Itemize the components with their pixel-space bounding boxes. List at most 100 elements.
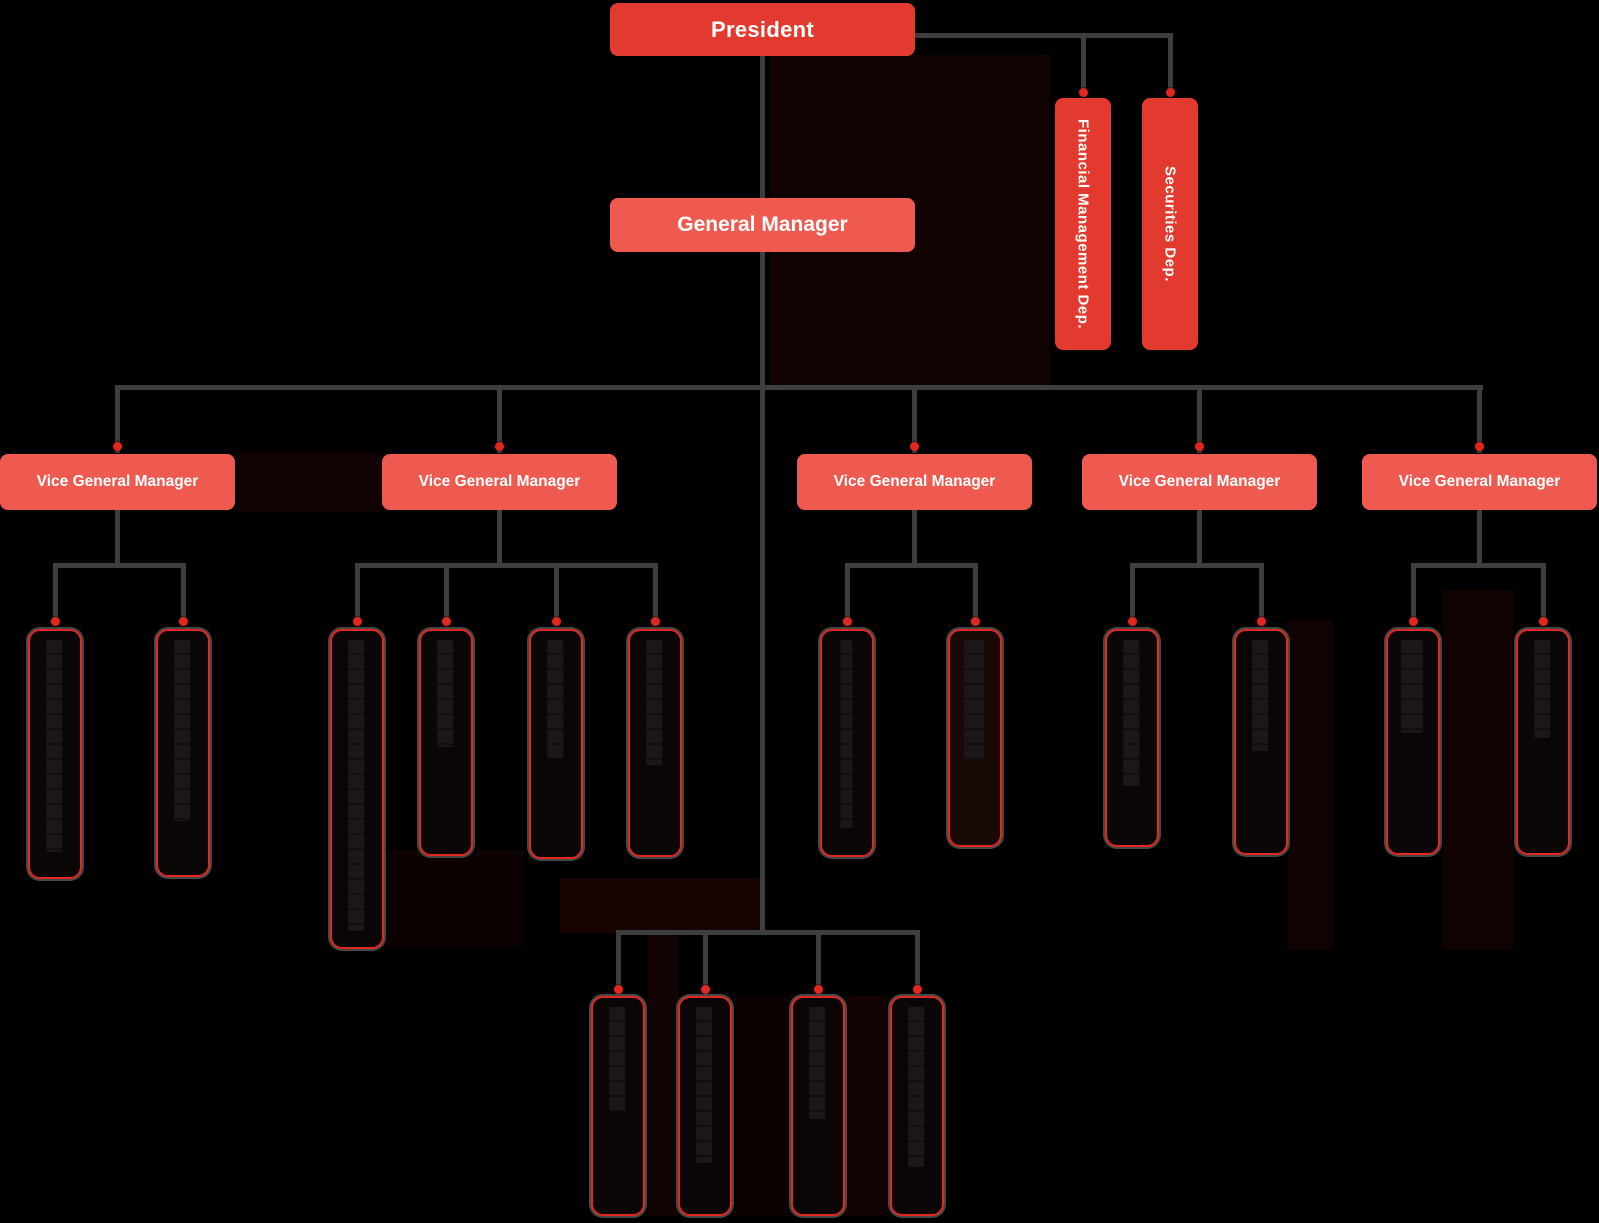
node-department-unlabeled[interactable] — [1516, 629, 1570, 855]
vgm-label: Vice General Manager — [1398, 473, 1561, 491]
connector-line — [616, 930, 920, 935]
connector-line — [115, 385, 1483, 390]
president-label: President — [711, 16, 814, 42]
staff-dept-label: Financial Management Dep. — [1074, 118, 1092, 330]
connector-dot — [179, 617, 188, 626]
connector-line — [497, 510, 502, 565]
node-department-unlabeled[interactable] — [791, 996, 845, 1216]
connector-line — [760, 252, 765, 935]
connector-line — [1477, 385, 1482, 453]
connector-line — [497, 385, 502, 453]
connector-line — [760, 56, 765, 198]
illegible-label-smudge — [809, 1007, 826, 1120]
illegible-label-smudge — [1123, 640, 1140, 786]
node-department-unlabeled[interactable] — [678, 996, 732, 1216]
connector-line — [1477, 510, 1482, 565]
node-department-unlabeled[interactable] — [890, 996, 944, 1216]
artifact-smudge — [845, 996, 887, 1216]
illegible-label-smudge — [696, 1007, 713, 1163]
illegible-label-smudge — [174, 640, 191, 821]
connector-line — [355, 563, 657, 568]
connector-line — [845, 563, 977, 568]
connector-line — [1197, 385, 1202, 453]
connector-line — [1541, 563, 1546, 623]
connector-line — [616, 930, 621, 990]
connector-line — [115, 385, 120, 453]
node-department-unlabeled[interactable] — [156, 629, 210, 877]
vgm-label: Vice General Manager — [1118, 473, 1281, 491]
node-vice-general-manager-2[interactable]: Vice General Manager — [382, 454, 617, 510]
connector-line — [653, 563, 658, 623]
node-department-unlabeled[interactable] — [1386, 629, 1440, 855]
node-department-unlabeled[interactable] — [28, 629, 82, 879]
node-department-unlabeled[interactable] — [330, 629, 384, 949]
connector-dot — [1079, 88, 1088, 97]
illegible-label-smudge — [437, 640, 454, 748]
illegible-label-smudge — [547, 640, 564, 758]
node-department-unlabeled[interactable] — [628, 629, 682, 857]
node-vice-general-manager-5[interactable]: Vice General Manager — [1362, 454, 1597, 510]
illegible-label-smudge — [1252, 640, 1269, 751]
connector-dot — [614, 985, 623, 994]
connector-line — [181, 563, 186, 623]
connector-dot — [113, 442, 122, 451]
connector-dot — [1166, 88, 1175, 97]
connector-dot — [651, 617, 660, 626]
connector-line — [1197, 510, 1202, 565]
connector-dot — [1409, 617, 1418, 626]
connector-line — [355, 563, 360, 623]
artifact-smudge — [560, 878, 760, 933]
connector-line — [1168, 33, 1173, 93]
illegible-label-smudge — [964, 640, 984, 760]
node-department-unlabeled[interactable] — [419, 629, 473, 856]
illegible-label-smudge — [1534, 640, 1551, 738]
connector-line — [444, 563, 449, 623]
connector-line — [53, 563, 58, 623]
connector-dot — [442, 617, 451, 626]
node-department-unlabeled[interactable] — [948, 629, 1002, 847]
connector-line — [912, 385, 917, 453]
vgm-label: Vice General Manager — [833, 473, 996, 491]
node-department-unlabeled[interactable] — [1234, 629, 1288, 855]
node-vice-general-manager-1[interactable]: Vice General Manager — [0, 454, 235, 510]
illegible-label-smudge — [908, 1007, 925, 1167]
connector-line — [554, 563, 559, 623]
vgm-label: Vice General Manager — [418, 473, 581, 491]
artifact-smudge — [1288, 620, 1333, 950]
node-general-manager[interactable]: General Manager — [610, 198, 915, 252]
connector-line — [1259, 563, 1264, 623]
connector-dot — [814, 985, 823, 994]
connector-dot — [1539, 617, 1548, 626]
connector-line — [115, 510, 120, 565]
artifact-smudge — [648, 930, 678, 1216]
illegible-label-smudge — [46, 640, 63, 852]
connector-dot — [701, 985, 710, 994]
connector-dot — [913, 985, 922, 994]
node-department-unlabeled[interactable] — [529, 629, 583, 859]
connector-dot — [843, 617, 852, 626]
vgm-label: Vice General Manager — [36, 473, 199, 491]
connector-line — [915, 930, 920, 990]
node-vice-general-manager-3[interactable]: Vice General Manager — [797, 454, 1032, 510]
staff-dept-label: Securities Dep. — [1161, 166, 1179, 282]
node-president[interactable]: President — [610, 3, 915, 56]
illegible-label-smudge — [1400, 640, 1423, 734]
node-department-unlabeled[interactable] — [591, 996, 645, 1216]
connector-line — [816, 930, 821, 990]
connector-dot — [1257, 617, 1266, 626]
artifact-smudge — [1443, 590, 1513, 950]
connector-line — [1411, 563, 1416, 623]
artifact-smudge — [383, 850, 523, 947]
node-securities-dep[interactable]: Securities Dep. — [1142, 98, 1198, 350]
illegible-label-smudge — [646, 640, 663, 766]
illegible-label-smudge — [348, 640, 365, 931]
artifact-smudge — [737, 996, 792, 1216]
node-vice-general-manager-4[interactable]: Vice General Manager — [1082, 454, 1317, 510]
connector-dot — [51, 617, 60, 626]
node-financial-management-dep[interactable]: Financial Management Dep. — [1055, 98, 1111, 350]
connector-dot — [552, 617, 561, 626]
node-department-unlabeled[interactable] — [1105, 629, 1159, 847]
connector-line — [1130, 563, 1135, 623]
node-department-unlabeled[interactable] — [820, 629, 874, 857]
connector-line — [973, 563, 978, 623]
